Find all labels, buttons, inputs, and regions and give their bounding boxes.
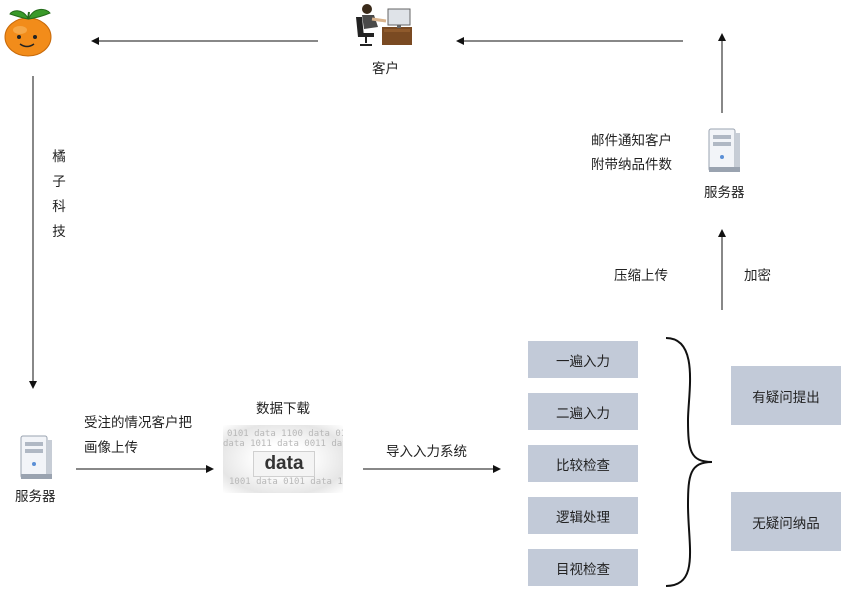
process-step: 目视检查: [528, 549, 638, 586]
company-char: 子: [52, 174, 66, 190]
company-char: 橘: [52, 149, 66, 165]
compress-upload-label: 压缩上传: [614, 268, 668, 284]
server-tower-icon: [708, 128, 740, 172]
upload-note-line-1: 受注的情况客户把: [84, 415, 192, 431]
process-step: 比较检查: [528, 445, 638, 482]
company-char: 科: [52, 199, 66, 215]
data-image-icon: 0101 data 1100 data 0110 data 1011 data …: [223, 425, 343, 493]
data-download-label: 数据下载: [256, 401, 310, 417]
process-step: 逻辑处理: [528, 497, 638, 534]
data-image-text: data: [253, 451, 315, 477]
outcome-deliver-box: 无疑问纳品: [731, 492, 841, 551]
notify-line-1: 邮件通知客户: [591, 133, 672, 149]
process-brace: [665, 337, 713, 587]
customer-label: 客户: [372, 61, 399, 77]
company-name-vertical: 橘 子 科 技: [49, 145, 69, 245]
process-step: 二遍入力: [528, 393, 638, 430]
upload-note-line-2: 画像上传: [84, 440, 138, 456]
notify-line-2: 附带纳品件数: [591, 157, 672, 173]
orange-logo-icon: [4, 8, 52, 57]
person-at-computer-icon: [356, 4, 412, 46]
server-top-right-label: 服务器: [704, 185, 745, 201]
outcome-question-box: 有疑问提出: [731, 366, 841, 425]
encrypt-label: 加密: [744, 268, 771, 284]
server-bottom-left-label: 服务器: [15, 489, 56, 505]
server-tower-icon: [20, 435, 52, 479]
company-char: 技: [52, 224, 66, 240]
import-system-label: 导入入力系统: [386, 444, 467, 460]
process-step: 一遍入力: [528, 341, 638, 378]
